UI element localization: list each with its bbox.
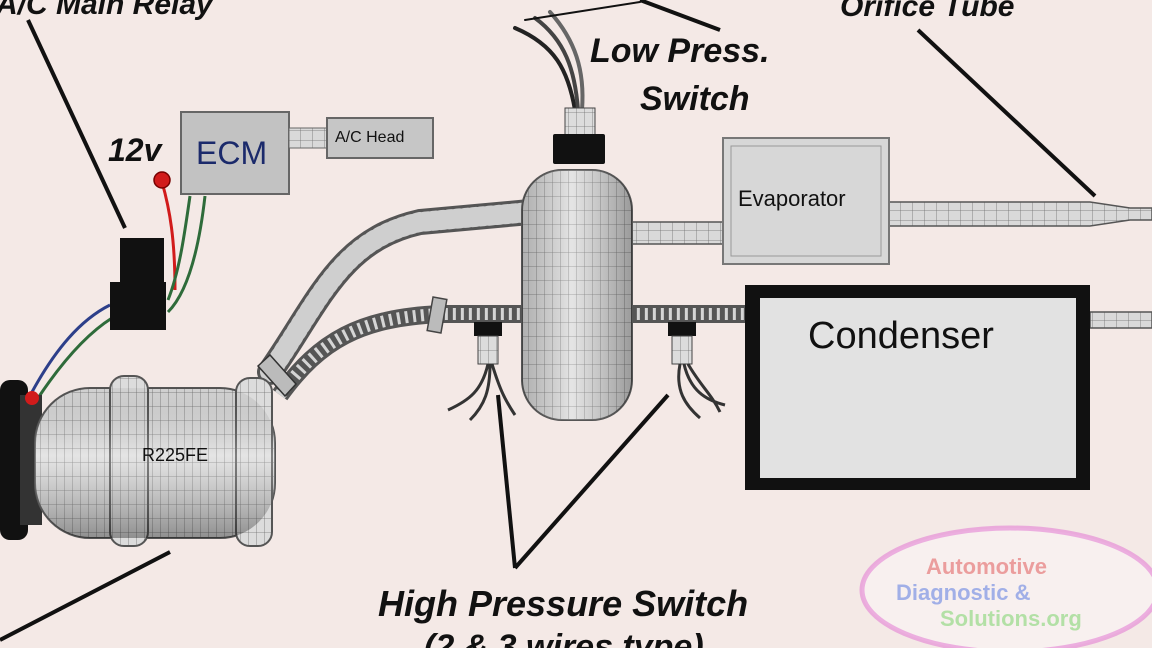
- low-press-callout-line1: Low Press.: [590, 32, 770, 70]
- condenser: [745, 285, 1090, 490]
- accumulator: [521, 107, 633, 421]
- pointer-lines: [0, 0, 1097, 642]
- compressor: [0, 353, 298, 547]
- high-pressure-callout-line1: High Pressure Switch: [378, 583, 749, 624]
- compressor-pointer: [0, 550, 171, 642]
- evaporator-inlet-pipe: [624, 221, 731, 245]
- high-pressure-switch-right: [668, 322, 726, 420]
- low-press-pointer: [639, 0, 721, 32]
- main-relay-pointer: [26, 19, 127, 229]
- evaporator: [722, 137, 890, 265]
- high-pressure-line: [272, 296, 750, 401]
- orifice-tube: [887, 201, 1152, 227]
- orifice-tube-callout: Orifice Tube: [840, 0, 1015, 23]
- watermark-line3: Solutions.org: [940, 606, 1082, 631]
- low-press-wires: [513, 1, 641, 112]
- watermark-badge: [859, 525, 1152, 648]
- watermark-line2: Diagnostic &: [896, 580, 1031, 605]
- condenser-outlet-line: [1089, 311, 1152, 329]
- ecm-module: [180, 111, 434, 195]
- main-relay-callout: A/C Main Relay: [0, 0, 213, 21]
- high-pressure-callout-line2: (2 & 3 wires type): [424, 628, 704, 648]
- watermark-line1: Automotive: [926, 554, 1047, 579]
- high-pressure-pointer-right: [513, 393, 670, 570]
- evaporator-label: Evaporator: [738, 186, 846, 211]
- voltage-terminal: [153, 171, 171, 189]
- ac-head-label: A/C Head: [335, 129, 405, 146]
- orifice-tube-pointer: [916, 28, 1097, 198]
- ecm-label: ECM: [196, 135, 268, 171]
- compressor-model-label: R225FE: [142, 445, 209, 465]
- low-press-callout-line2: Switch: [640, 80, 750, 118]
- main-relay: [110, 238, 166, 330]
- condenser-label: Condenser: [808, 315, 994, 357]
- high-pressure-pointer-left: [496, 394, 517, 569]
- relay-wiring: [30, 181, 207, 399]
- high-pressure-switch-left: [447, 322, 517, 422]
- voltage-label: 12v: [108, 132, 162, 168]
